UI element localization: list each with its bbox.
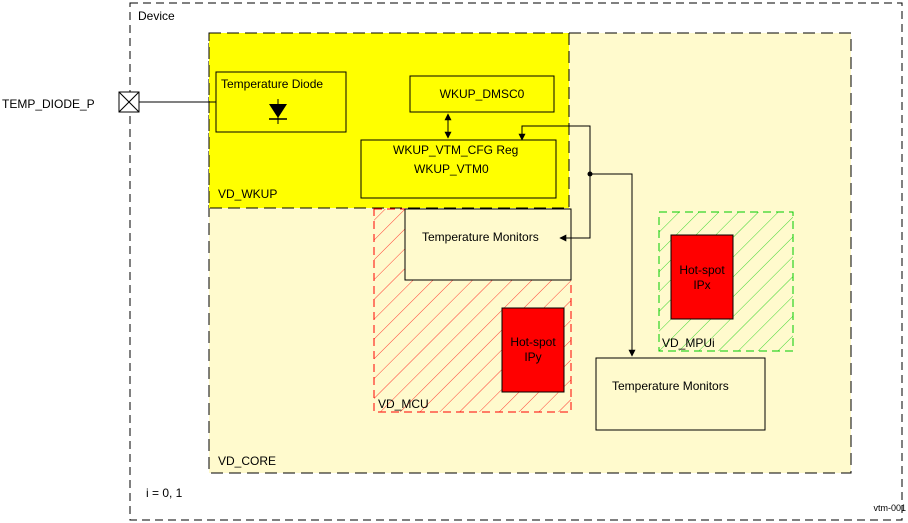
bus-to-core-monitors <box>590 173 636 357</box>
pin-label: TEMP_DIODE_P <box>2 97 95 111</box>
vtm-to-monitors-bus <box>518 125 591 242</box>
vd-wkup-label: VD_WKUP <box>218 187 277 201</box>
figure-id: vtm-001 <box>873 503 906 513</box>
vd-core-label: VD_CORE <box>218 454 276 468</box>
mcu-temp-monitors-box <box>404 208 572 281</box>
core-temp-monitors-label: Temperature Monitors <box>612 379 729 393</box>
wkup-vtm-cfg-label: WKUP_VTM_CFG Reg <box>393 143 518 157</box>
diode-symbol-icon <box>269 99 287 124</box>
index-note: i = 0, 1 <box>146 486 183 500</box>
wkup-dmsc0-label: WKUP_DMSC0 <box>440 87 525 101</box>
temperature-diode-box <box>215 71 347 133</box>
hotspot-ipy-line2: IPy <box>524 350 541 364</box>
pin-icon <box>118 91 140 113</box>
mcu-temp-monitors-label: Temperature Monitors <box>422 230 539 244</box>
wkup-dmsc0-box <box>409 75 555 113</box>
wkup-vtm0-label: WKUP_VTM0 <box>414 162 489 176</box>
hotspot-ipx-line1: Hot-spot <box>679 263 725 277</box>
hotspot-ipx-box <box>670 234 734 320</box>
hotspot-ipy-box <box>501 307 565 393</box>
vd-mpu-label: VD_MPUi <box>662 336 715 350</box>
core-temp-monitors-box <box>595 357 766 431</box>
device-label: Device <box>138 9 175 23</box>
hotspot-ipy-line1: Hot-spot <box>510 335 556 349</box>
vd-mcu-label: VD_MCU <box>378 397 429 411</box>
temperature-diode-label: Temperature Diode <box>221 77 323 91</box>
hotspot-ipx-line2: IPx <box>693 278 710 292</box>
